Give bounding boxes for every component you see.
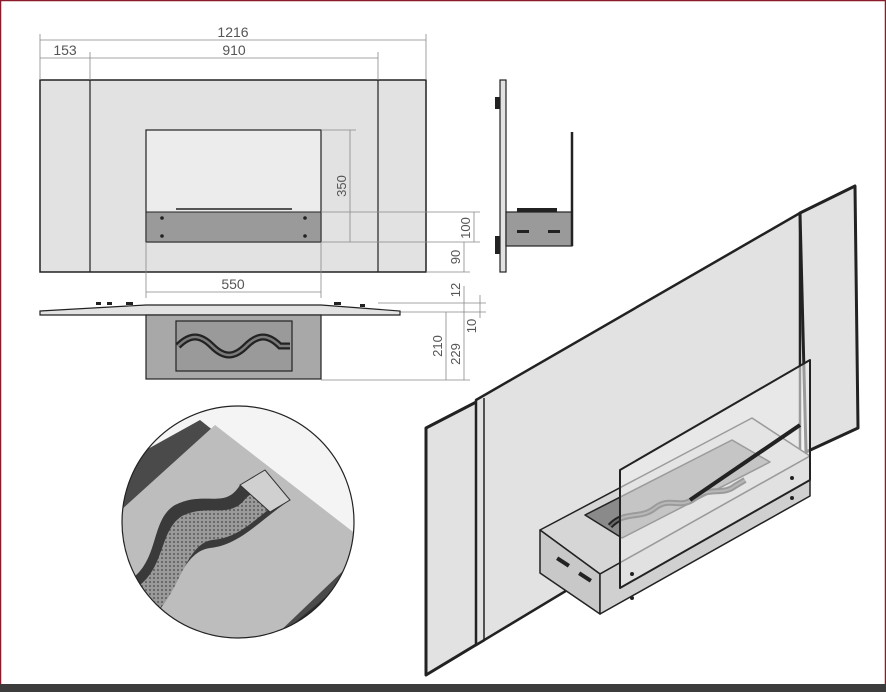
glass-height-dimension [321,129,356,243]
top-dimensions [39,34,427,80]
dim-burner-depth: 210 [430,335,445,357]
dim-overall-width: 1216 [217,24,248,40]
detail-magnified-view [121,405,355,639]
dim-glass-height: 350 [334,175,349,197]
screw-icon [160,234,164,238]
footer-bar [0,684,886,692]
screw-icon [303,234,307,238]
dim-bottom-offset: 90 [448,250,463,264]
right-vertical-dimensions [321,211,486,381]
burner-opening [175,320,293,372]
dim-top-offset: 12 [448,283,463,297]
dim-burner-box-height: 100 [458,217,473,239]
dim-burner-width: 550 [221,276,245,292]
dim-center-panel-width: 910 [222,42,246,58]
top-view-panel [39,304,401,316]
top-view [39,302,401,380]
detail-circle-outline [121,405,355,639]
front-burner-box [145,211,322,243]
side-burner-box [505,211,573,247]
side-wall-panel [499,79,507,273]
burner-width-dimension [145,242,322,298]
side-view [495,79,574,273]
dim-side-panel-width: 153 [53,42,77,58]
isometric-view [424,184,860,677]
iso-glass [619,359,811,589]
dim-panel-thickness: 10 [464,319,479,333]
front-view [39,79,427,273]
dim-total-depth: 229 [448,343,463,365]
screw-icon [160,216,164,220]
screw-icon [303,216,307,220]
